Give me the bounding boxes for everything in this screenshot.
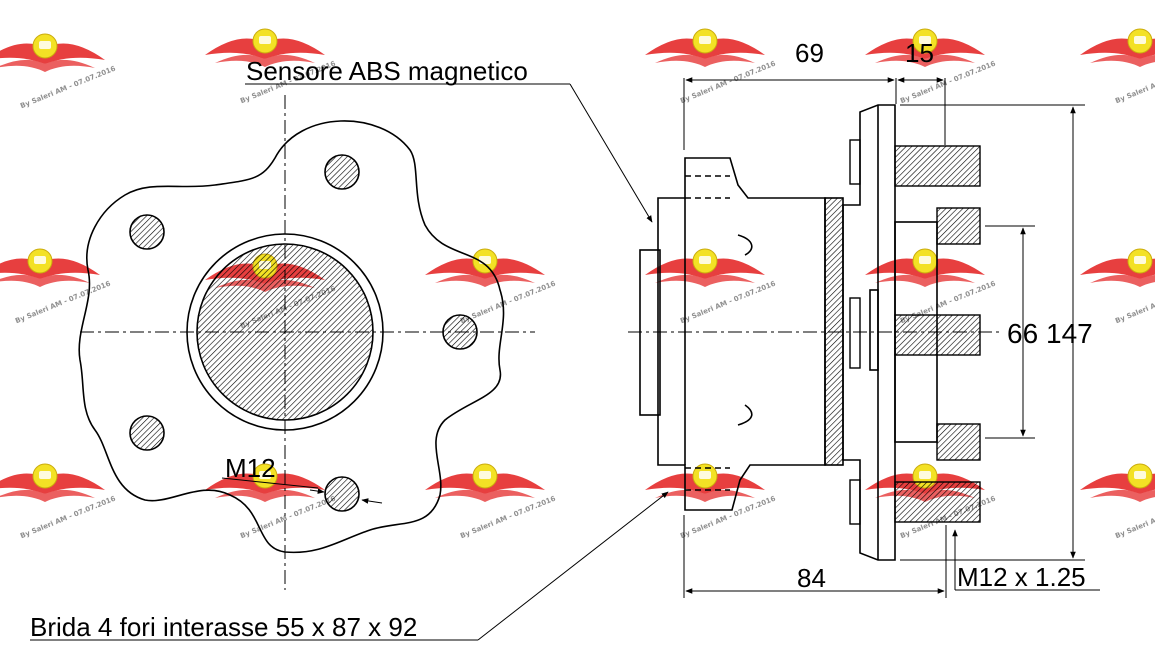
dim-width-top: 69 — [795, 38, 824, 68]
saleri-wing-logo-icon — [0, 33, 118, 111]
side-view — [628, 104, 1000, 561]
bolt-hole — [324, 476, 360, 512]
saleri-wing-logo-icon — [1079, 248, 1155, 326]
bolt-hole — [324, 154, 360, 190]
abs-sensor-label: Sensore ABS magnetico — [246, 56, 528, 86]
saleri-wing-logo-icon — [1079, 28, 1155, 106]
bolt-hole — [442, 314, 478, 350]
dimension-lines — [30, 77, 1100, 641]
saleri-wing-logo-icon — [0, 463, 118, 541]
saleri-wing-logo-icon — [644, 248, 778, 326]
saleri-wing-logo-icon — [644, 463, 778, 541]
hub-bore — [196, 243, 374, 421]
saleri-wing-logo-icon — [644, 28, 778, 106]
watermark-layer — [0, 28, 1155, 541]
m12-leader — [221, 477, 319, 489]
hub-outer-ring — [186, 233, 384, 431]
dim-overall-diameter: 147 — [1046, 318, 1093, 349]
bolt-hole — [129, 214, 165, 250]
thread-spec-label: M12 x 1.25 — [957, 562, 1086, 592]
front-view — [78, 95, 535, 590]
hub-body — [657, 157, 826, 511]
saleri-wing-logo-icon — [0, 248, 113, 326]
saleri-wing-logo-icon — [424, 463, 558, 541]
dim-flange-thickness: 15 — [905, 38, 934, 68]
flange-label: Brida 4 fori interasse 55 x 87 x 92 — [30, 612, 417, 642]
wheel-studs — [849, 139, 981, 525]
dim-overall-length: 84 — [797, 563, 826, 593]
saleri-wing-logo-icon — [864, 248, 998, 326]
seal — [824, 197, 844, 466]
flange-outline — [78, 120, 505, 554]
saleri-wing-logo-icon — [424, 248, 558, 326]
bolt-thread-label: M12 — [225, 453, 276, 483]
abs-ring — [639, 249, 661, 416]
dim-stud-spacing: 66 — [1007, 318, 1038, 349]
saleri-wing-logo-icon — [1079, 463, 1155, 541]
bolt-hole — [129, 415, 165, 451]
